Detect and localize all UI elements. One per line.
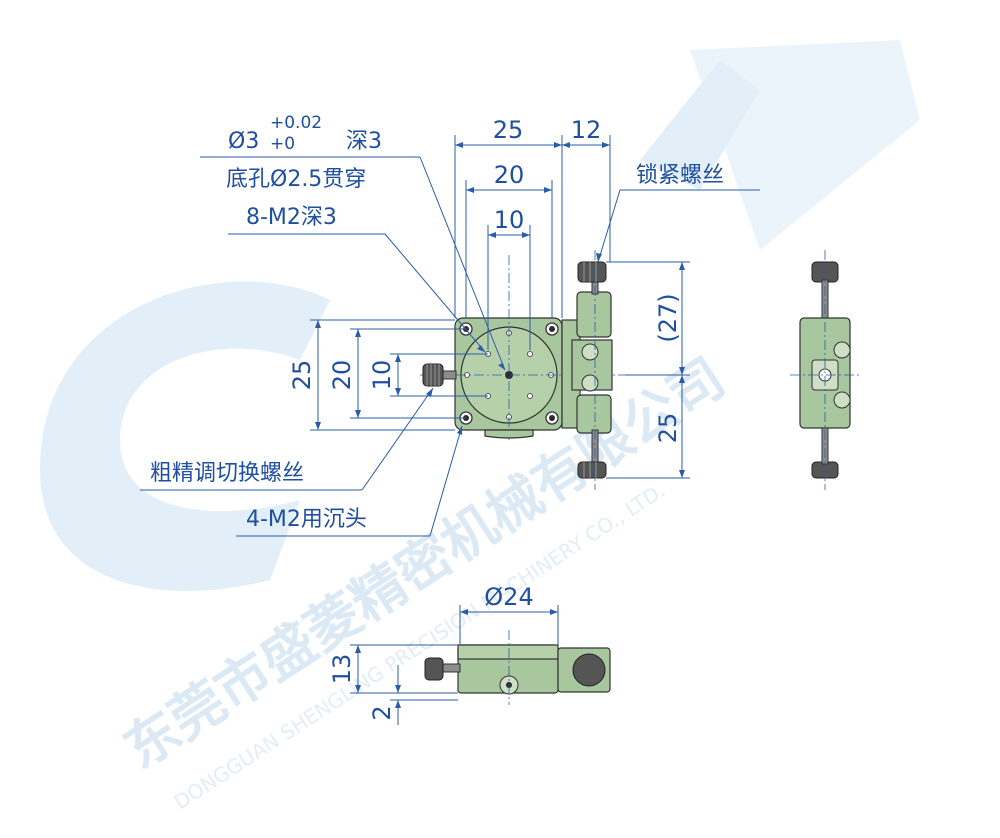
dim-27-right: (27) [654,293,682,342]
center-hole [505,371,513,379]
dim-13: 13 [328,654,356,685]
fine-adjust-knob [422,363,457,387]
counterbore-label: 4-M2用沉头 [246,507,367,532]
dim-25-right: 25 [654,413,682,444]
tapped-holes-label: 8-M2深3 [246,205,337,230]
hole-tol-upper: +0.02 [270,113,322,133]
dim-12-top: 12 [571,116,602,144]
side-view [790,250,860,490]
right-dimensions [606,261,690,479]
hole-tol-lower: +0 [270,134,295,154]
dim-20-top: 20 [494,161,525,189]
top-view: 25 12 20 10 25 20 10 [288,116,690,490]
dim-dia24: Ø24 [484,583,533,611]
through-hole: 底孔Ø2.5贯穿 [226,167,366,192]
fine-adjust-label: 粗精调切换螺丝 [150,461,304,486]
dim-2: 2 [368,705,396,720]
dim-10-top: 10 [494,206,525,234]
left-dimensions [310,319,488,431]
dim-10-left: 10 [368,360,396,391]
dim-25-top: 25 [493,116,524,144]
micrometer-assembly [561,250,613,490]
lock-screw-label: 锁紧螺丝 [636,163,724,188]
dim-25-left: 25 [288,360,316,391]
hole-depth: 深3 [346,129,382,154]
front-view [350,605,611,725]
dim-20-left: 20 [328,360,356,391]
corner-holes [459,322,559,425]
top-dimensions [454,135,611,350]
hole-dia: Ø3 [228,129,259,154]
callouts: Ø3 +0.02 +0 深3 底孔Ø2.5贯穿 8-M2深3 锁紧螺丝 粗精调切… [140,113,760,537]
